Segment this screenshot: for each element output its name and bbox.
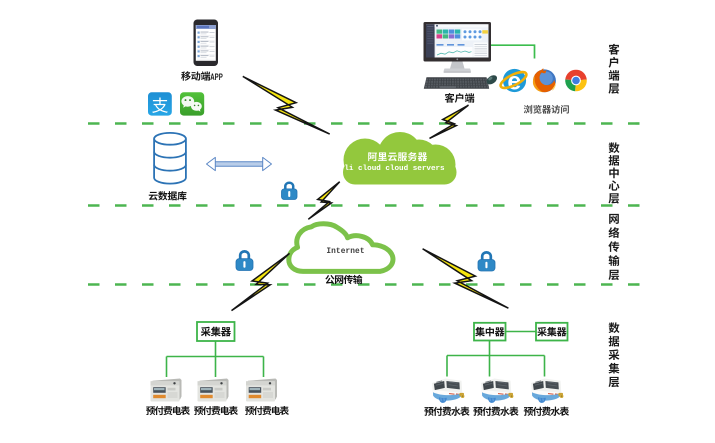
svg-text:APP: APP — [210, 72, 223, 83]
svg-text:Internet: Internet — [326, 248, 364, 256]
svg-text:li cloud cloud servers: li cloud cloud servers — [344, 165, 445, 173]
